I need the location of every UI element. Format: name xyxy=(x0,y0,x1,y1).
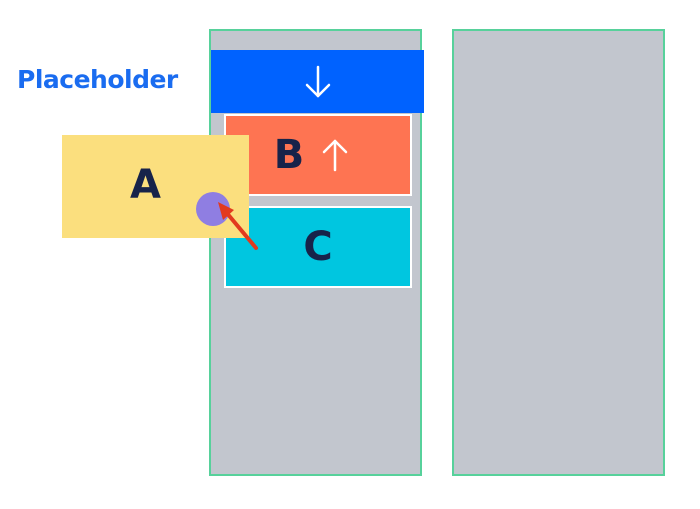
arrow-up-icon xyxy=(323,139,348,172)
card-b-label: B xyxy=(273,132,305,178)
card-b[interactable]: B xyxy=(224,114,412,196)
drop-column-2 xyxy=(452,29,665,476)
card-c[interactable]: C xyxy=(224,206,412,288)
arrow-down-icon xyxy=(305,65,330,97)
card-a-label: A xyxy=(130,161,161,208)
card-c-label: C xyxy=(303,224,333,270)
drop-placeholder xyxy=(211,50,424,113)
pointer-arrow-icon xyxy=(218,202,258,250)
placeholder-label: Placeholder xyxy=(17,65,178,94)
